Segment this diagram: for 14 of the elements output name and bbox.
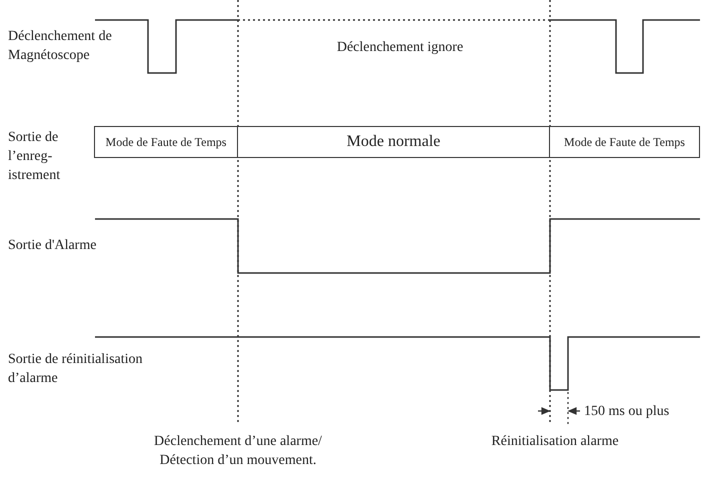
signal-name: Sortie d'Alarme bbox=[8, 237, 98, 255]
event-label: Déclenchement d’une alarme/ Détection d’un mouvement. bbox=[153, 433, 323, 470]
state-label: Mode normale bbox=[346, 133, 440, 151]
signal-name: Sortie de l’enreg-istrement bbox=[8, 129, 62, 185]
state-label: Mode de Faute de Temps bbox=[564, 134, 685, 150]
annotation: Déclenchement ignore bbox=[336, 39, 464, 57]
bus-segment bbox=[238, 126, 550, 158]
signal-name: Sortie de réinitialisation d’alarme bbox=[8, 351, 144, 388]
event-label: Réinitialisation alarme bbox=[490, 433, 620, 451]
bus-segment bbox=[94, 126, 238, 158]
state-label: Mode de Faute de Temps bbox=[106, 134, 226, 150]
dimension-label: 150 ms ou plus bbox=[584, 403, 670, 421]
bus-segment bbox=[550, 126, 700, 158]
signal-name: Déclenchement de Magnétoscope bbox=[8, 28, 113, 65]
